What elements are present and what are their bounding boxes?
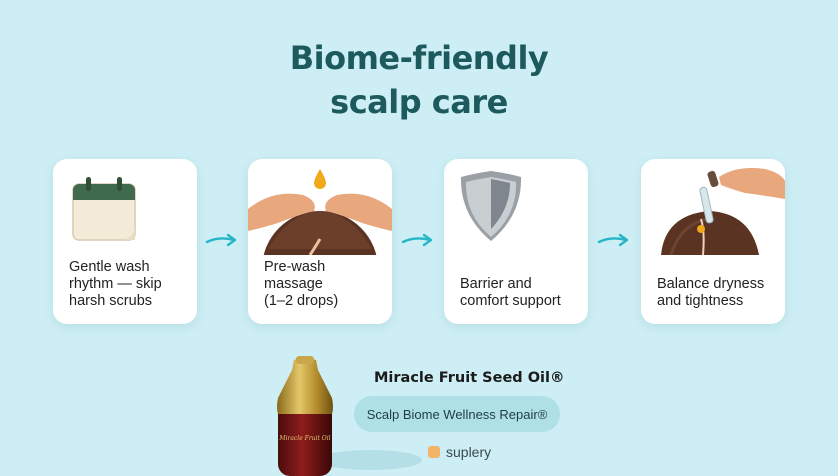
brand-logo-icon bbox=[428, 446, 440, 458]
bottle-label-text: Miracle Fruit Oil bbox=[278, 435, 330, 442]
brand-name: suplery bbox=[446, 444, 492, 460]
title-line-2: scalp care bbox=[330, 83, 508, 121]
step-card-pre-wash-massage: Pre-wash massage (1–2 drops) bbox=[248, 159, 392, 324]
product-bottle-image: Miracle Fruit Oil bbox=[277, 356, 333, 476]
step-card-barrier-support: Barrier and comfort support bbox=[444, 159, 588, 324]
step-label: Pre-wash massage (1–2 drops) bbox=[264, 259, 339, 309]
arrow-right-icon bbox=[597, 233, 629, 247]
step-card-balance-dryness: Balance dryness and tightness bbox=[641, 159, 785, 324]
step-label: Gentle wash rhythm — skip harsh scrubs bbox=[69, 259, 162, 309]
product-name: Miracle Fruit Seed Oil® bbox=[374, 370, 565, 386]
scalp-massage-icon bbox=[248, 169, 392, 255]
brand-mark: suplery bbox=[428, 444, 491, 460]
arrow-right-icon bbox=[205, 233, 237, 247]
dropper-icon bbox=[661, 168, 785, 255]
page-title: Biome-friendly scalp care bbox=[0, 36, 838, 124]
step-card-gentle-wash: Gentle wash rhythm — skip harsh scrubs bbox=[53, 159, 197, 324]
step-label: Balance dryness and tightness bbox=[657, 276, 765, 309]
product-tagline: Scalp Biome Wellness Repair® bbox=[366, 406, 548, 422]
shield-icon bbox=[460, 171, 522, 241]
calendar-icon bbox=[72, 177, 136, 241]
product-tagline-pill: Scalp Biome Wellness Repair® bbox=[354, 396, 560, 432]
title-line-1: Biome-friendly bbox=[289, 39, 549, 77]
bottle-shadow bbox=[320, 450, 422, 470]
arrow-right-icon bbox=[401, 233, 433, 247]
step-label: Barrier and comfort support bbox=[460, 276, 561, 309]
